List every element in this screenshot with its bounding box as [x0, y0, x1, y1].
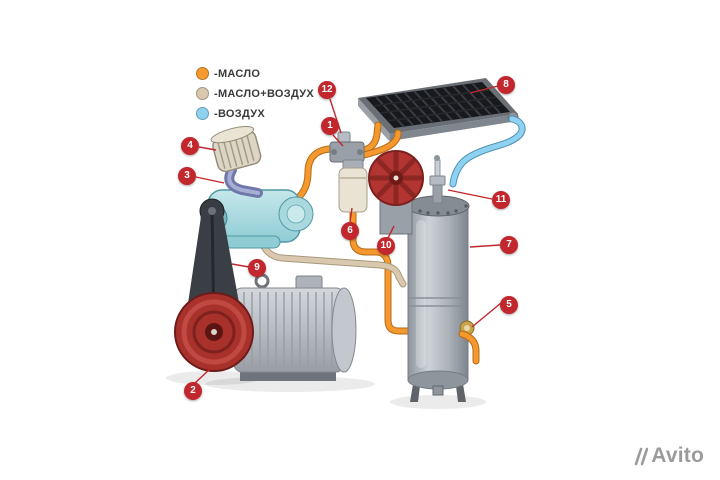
legend-item-oil: -МАСЛО	[196, 66, 314, 81]
callout-1: 1	[321, 117, 339, 135]
oil-drain-pipe	[458, 330, 480, 365]
oil-filter	[338, 159, 368, 213]
legend: -МАСЛО -МАСЛО+ВОЗДУХ -ВОЗДУХ	[196, 66, 314, 121]
intake-valve	[224, 165, 263, 198]
air-pipe	[449, 115, 526, 188]
oil-air-pipe	[258, 239, 407, 288]
callout-leader-lines	[194, 85, 502, 384]
callout-3: 3	[178, 167, 196, 185]
callout-6: 6	[341, 222, 359, 240]
drive-pulley	[174, 292, 254, 372]
callout-9: 9	[248, 259, 266, 277]
avito-logo-icon	[634, 447, 649, 466]
air-dot-icon	[196, 107, 209, 120]
callout-12: 12	[318, 81, 336, 99]
callout-5: 5	[500, 296, 518, 314]
callout-2: 2	[184, 382, 202, 400]
watermark: Avito	[632, 444, 704, 468]
electric-motor	[233, 273, 357, 381]
callout-8: 8	[497, 76, 515, 94]
callout-10: 10	[377, 237, 395, 255]
legend-label-oil: -МАСЛО	[214, 67, 261, 80]
legend-item-air: -ВОЗДУХ	[196, 106, 314, 121]
cooling-fan	[368, 150, 424, 235]
callout-7: 7	[500, 236, 518, 254]
thermostat-valve	[329, 131, 365, 163]
oil-air-dot-icon	[196, 87, 209, 100]
legend-label-air: -ВОЗДУХ	[214, 107, 266, 120]
oil-cooler-radiator	[358, 78, 519, 142]
callout-11: 11	[492, 191, 510, 209]
callout-4: 4	[181, 137, 199, 155]
belt-drive	[174, 198, 254, 372]
oil-separator-tank	[406, 155, 475, 402]
oil-dot-icon	[196, 67, 209, 80]
legend-label-oil-air: -МАСЛО+ВОЗДУХ	[214, 87, 315, 100]
legend-item-oil-air: -МАСЛО+ВОЗДУХ	[196, 86, 314, 101]
watermark-text: Avito	[651, 444, 704, 467]
pressure-valve	[429, 155, 446, 204]
air-intake-filter	[210, 125, 262, 173]
